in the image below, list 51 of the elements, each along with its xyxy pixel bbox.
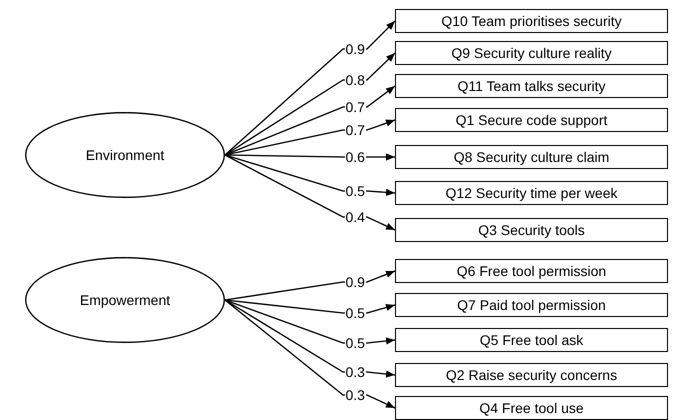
node-label: Q6 Free tool permission bbox=[456, 263, 606, 279]
indicator-box bbox=[395, 396, 668, 420]
node-label: Q2 Raise security concerns bbox=[446, 367, 618, 383]
edge-label: 0.7 bbox=[344, 99, 366, 115]
edge-label: 0.5 bbox=[344, 183, 366, 199]
node-label: Q9 Security culture reality bbox=[451, 45, 612, 61]
edge-label: 0.3 bbox=[344, 387, 366, 403]
arrow bbox=[224, 154, 396, 196]
indicator-box bbox=[395, 74, 668, 98]
edge-label: 0.8 bbox=[344, 72, 366, 88]
latent-variable-ellipse bbox=[25, 257, 225, 343]
indicator-box bbox=[395, 181, 668, 205]
latent-variable-ellipse bbox=[25, 112, 225, 198]
arrow bbox=[224, 52, 396, 156]
edge-label: 0.4 bbox=[344, 209, 366, 225]
indicator-box bbox=[395, 108, 668, 132]
node-label: Q7 Paid tool permission bbox=[457, 297, 606, 313]
node-label: Q8 Security culture claim bbox=[454, 149, 610, 165]
arrow bbox=[224, 299, 396, 314]
indicator-box bbox=[395, 218, 668, 242]
arrow bbox=[224, 299, 396, 345]
node-label: Q10 Team prioritises security bbox=[441, 13, 622, 29]
arrow bbox=[224, 299, 396, 378]
node-label: Q1 Secure code support bbox=[456, 112, 608, 128]
arrow bbox=[224, 300, 396, 409]
indicator-box bbox=[395, 41, 668, 65]
edge-label: 0.7 bbox=[344, 122, 366, 138]
node-label: Empowerment bbox=[80, 292, 170, 308]
arrow bbox=[224, 20, 396, 156]
indicator-box bbox=[395, 363, 668, 387]
arrow bbox=[224, 153, 395, 161]
edge-label: 0.5 bbox=[344, 335, 366, 351]
node-label: Q3 Security tools bbox=[478, 222, 585, 238]
edge-label: 0.6 bbox=[344, 149, 366, 165]
indicator-box bbox=[395, 145, 668, 169]
node-label: Q11 Team talks security bbox=[457, 78, 606, 94]
node-label: Q12 Security time per week bbox=[446, 185, 618, 201]
edge-label: 0.5 bbox=[344, 305, 366, 321]
indicator-box bbox=[395, 9, 668, 33]
node-label: Environment bbox=[86, 147, 164, 163]
node-label: Q4 Free tool use bbox=[479, 400, 584, 416]
indicator-box bbox=[395, 328, 668, 352]
edge-label: 0.3 bbox=[344, 364, 366, 380]
arrow bbox=[224, 154, 396, 231]
indicator-box bbox=[395, 259, 668, 283]
node-label: Q5 Free tool ask bbox=[480, 332, 584, 348]
arrow bbox=[224, 85, 396, 156]
arrow bbox=[224, 270, 396, 301]
edge-label: 0.9 bbox=[344, 41, 366, 57]
edge-label: 0.9 bbox=[344, 274, 366, 290]
indicator-box bbox=[395, 293, 668, 317]
